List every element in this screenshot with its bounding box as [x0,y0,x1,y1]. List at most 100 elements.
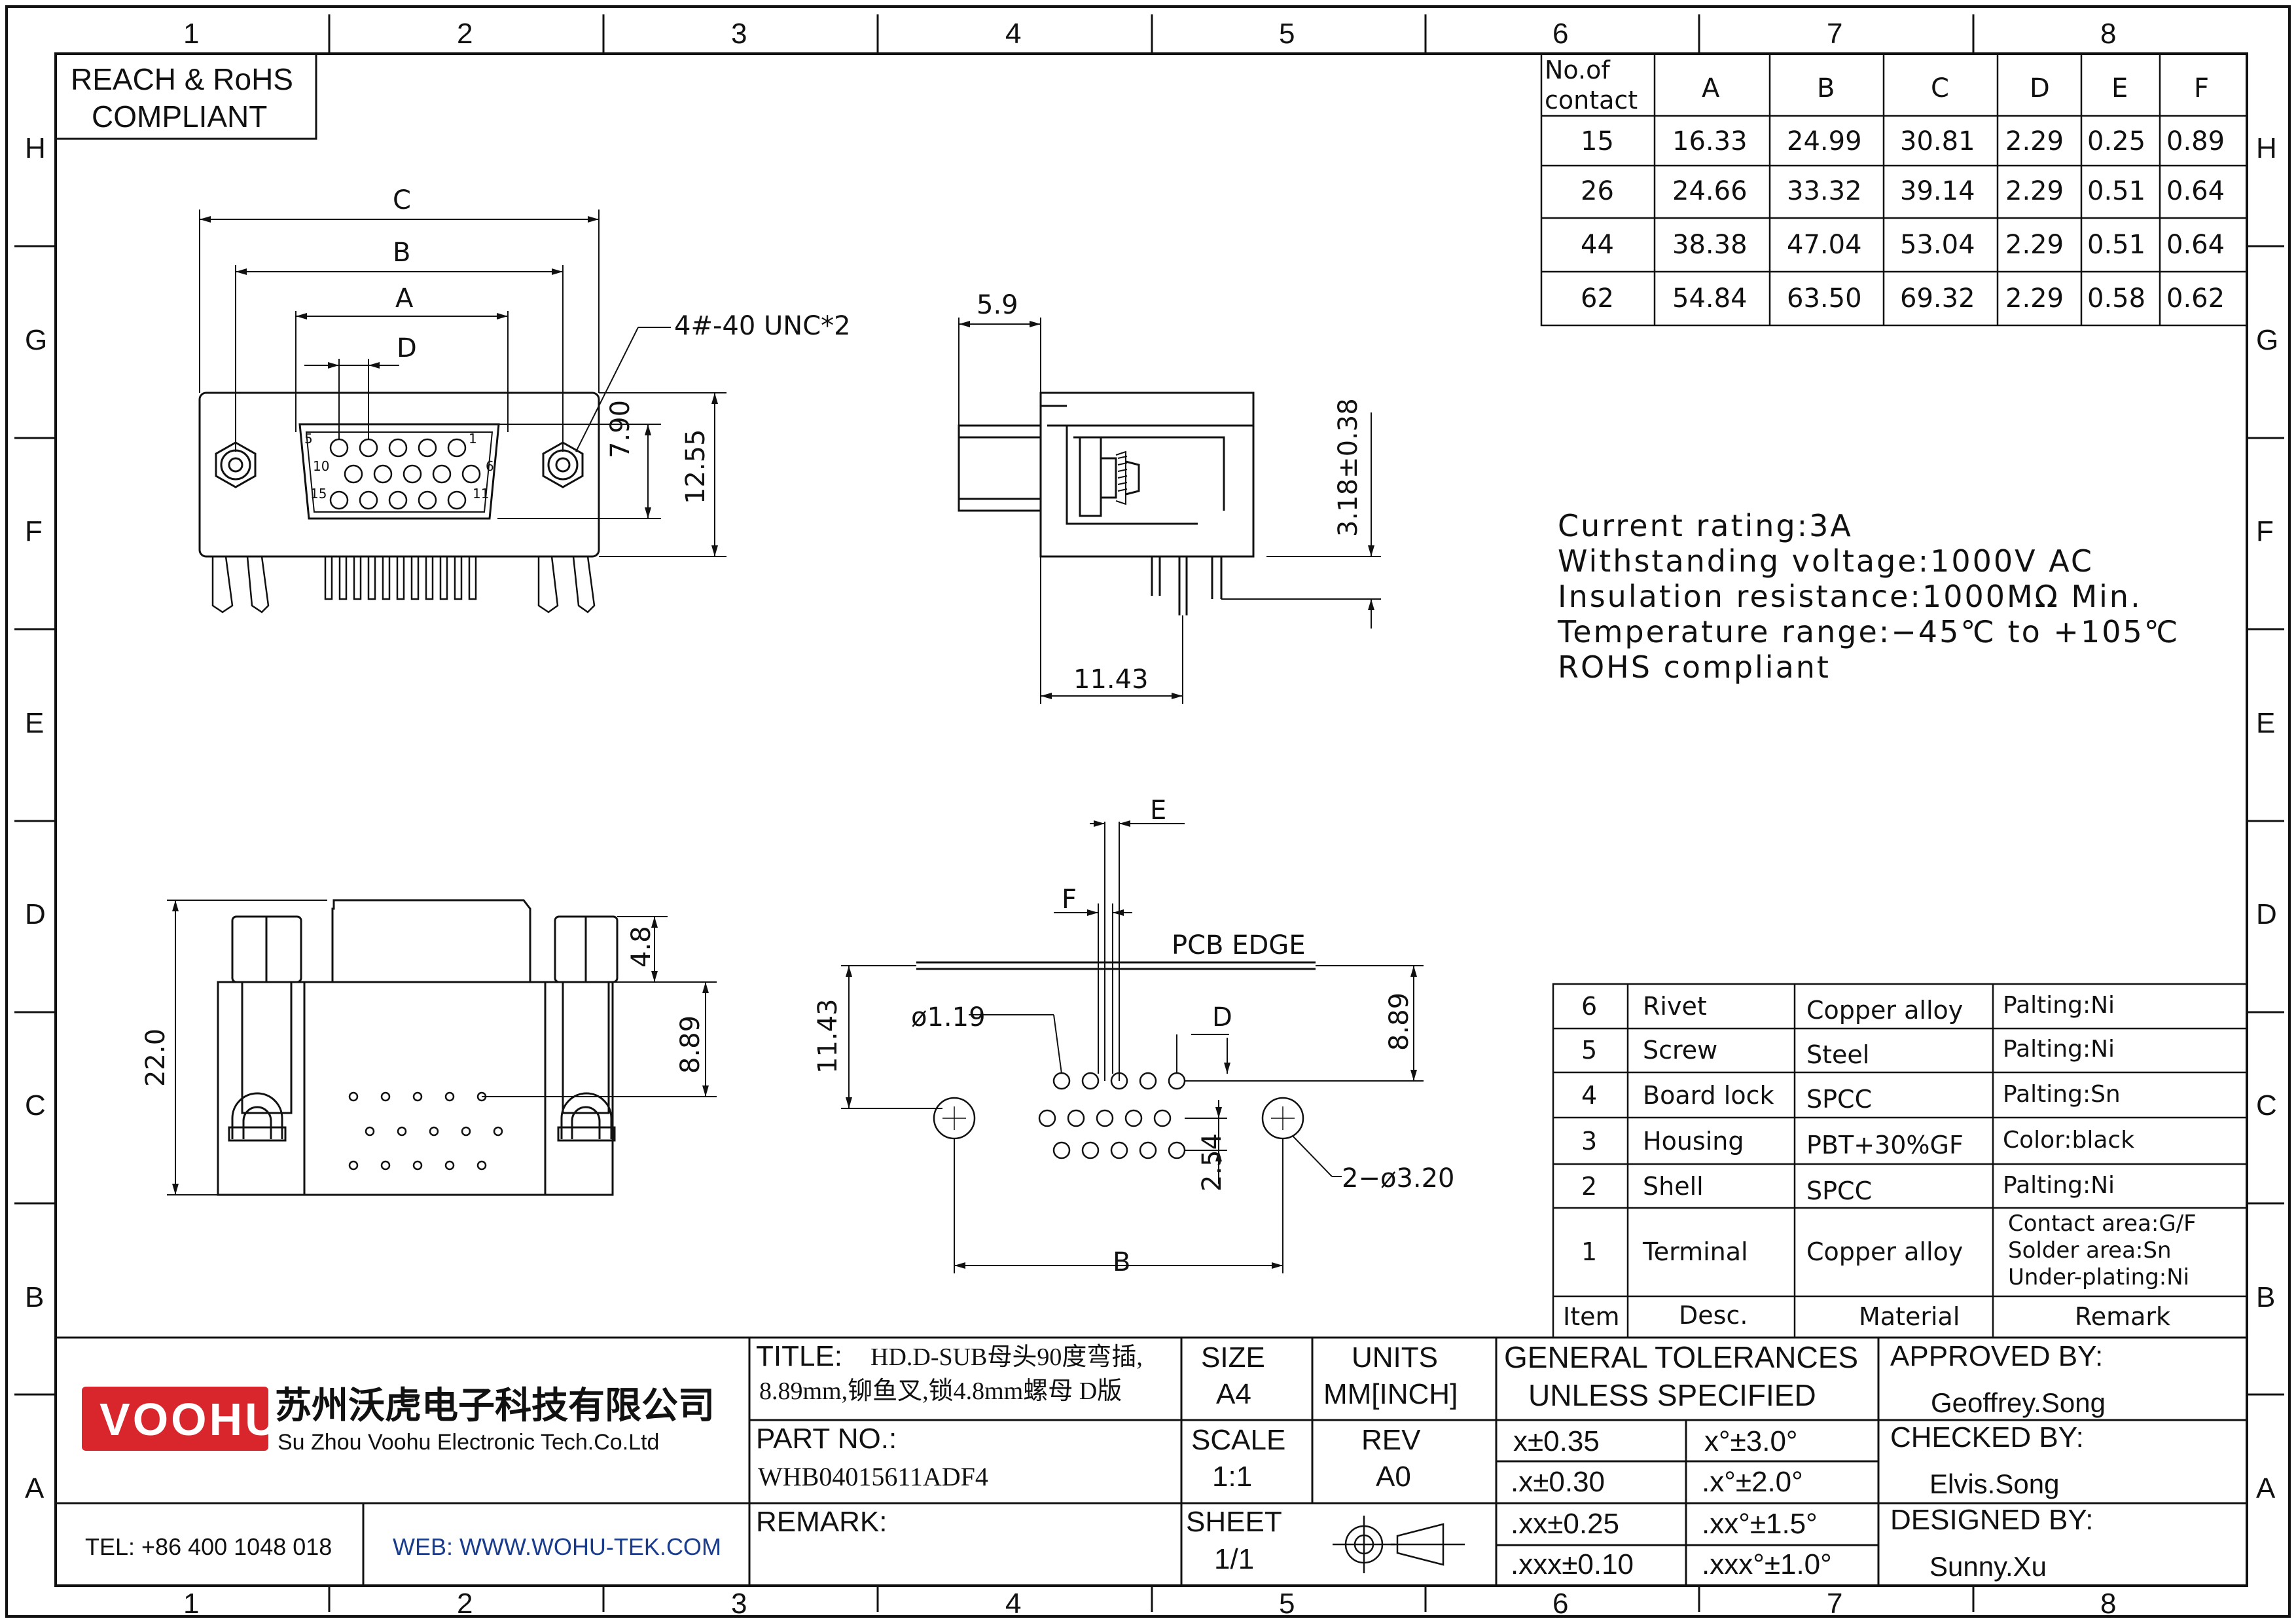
logo-badge [82,1387,268,1451]
col-label: 8 [2100,18,2117,50]
bom-material: Steel [1806,1040,1870,1069]
bom-material: Copper alloy [1806,996,1964,1025]
pin-number: 15 [310,486,327,501]
size-label: SIZE [1201,1341,1265,1374]
spec-temperature: Temperature range:−45℃ to +105℃ [1558,614,2180,649]
row-label: F [25,515,43,547]
part-no-label: PART NO.: [756,1423,897,1455]
dim-label-b: B [1113,1247,1131,1277]
dim-table-cell: 47.04 [1787,230,1862,260]
rev-value: A0 [1376,1461,1411,1493]
dim-label-f: F [1062,884,1077,915]
row-label: H [2256,132,2277,164]
bom-material: Copper alloy [1806,1237,1964,1266]
bom-desc: Screw [1643,1036,1718,1065]
tolerance-value: .xx°±1.5° [1702,1508,1818,1540]
tolerance-value: x°±3.0° [1704,1425,1798,1457]
bom-remark: Under-plating:Ni [2008,1264,2190,1290]
title-line1: HD.D-SUB母头90度弯插, [870,1343,1143,1371]
bom-material: SPCC [1806,1176,1873,1205]
bom-header-desc: Desc. [1679,1301,1748,1330]
dim-table-header: D [2030,73,2050,103]
mount-hole-label: 2−ø3.20 [1342,1163,1455,1194]
dim-label-8-89: 8.89 [1384,992,1414,1051]
col-label: 6 [1552,18,1569,50]
spec-insulation: Insulation resistance:1000MΩ Min. [1558,579,2142,614]
dim-table-cell: 0.64 [2166,230,2225,260]
bom-header-material: Material [1859,1302,1960,1331]
bom-remark: Contact area:G/F [2008,1211,2197,1237]
rev-label: REV [1361,1424,1421,1456]
dim-table-cell: 62 [1581,283,1614,314]
dim-label-d: D [397,333,417,363]
tolerance-title: GENERAL TOLERANCES [1504,1340,1859,1374]
bom-remark: Solder area:Sn [2008,1237,2172,1264]
col-label: 2 [457,1588,473,1620]
projection-symbol [1333,1516,1465,1573]
dim-table-cell: 69.32 [1900,283,1975,314]
dim-table-header-contact: No.of [1545,56,1610,84]
checked-by: Elvis.Song [1929,1468,2060,1499]
designed-label: DESIGNED BY: [1890,1504,2094,1536]
frame-ticks [14,14,2284,1612]
dim-table-cell: 24.99 [1787,126,1862,156]
dim-table-cell: 0.25 [2087,126,2146,156]
bom-item: 4 [1581,1081,1598,1110]
website-link[interactable]: WEB: WWW.WOHU-TEK.COM [393,1533,721,1560]
pcb-edge-label: PCB EDGE [1172,930,1306,960]
units-value: MM[INCH] [1323,1378,1458,1410]
bom-desc: Rivet [1643,992,1707,1021]
row-label: H [25,132,46,164]
front-view [198,392,600,613]
dim-label-b: B [393,238,411,268]
col-label: 8 [2100,1588,2117,1620]
dim-label-2-54: 2.54 [1197,1133,1227,1192]
col-label: 1 [183,18,200,50]
bom-item: 2 [1581,1172,1598,1201]
pin-number: 1 [469,431,477,447]
bom-material: SPCC [1806,1085,1873,1114]
dim-label-22-0: 22.0 [141,1028,171,1087]
col-label: 4 [1005,18,1022,50]
bom-item: 6 [1581,992,1598,1021]
dim-table-cell: 0.62 [2166,283,2225,314]
dim-table-cell: 2.29 [2005,126,2064,156]
dim-table-cell: 24.66 [1672,176,1748,206]
dim-label-7-90: 7.90 [605,399,636,458]
tolerance-value: .xxx°±1.0° [1702,1548,1832,1580]
dim-table-cell: 2.29 [2005,230,2064,260]
pin-number: 6 [486,458,494,474]
dim-label-d: D [1212,1002,1232,1032]
scale-value: 1:1 [1212,1461,1253,1493]
bom-header-remark: Remark [2075,1302,2171,1331]
col-label: 5 [1279,1588,1295,1620]
dim-table-cell: 53.04 [1900,230,1975,260]
sheet-value: 1/1 [1214,1543,1255,1575]
row-label: A [25,1472,45,1504]
row-label: G [25,324,48,356]
dim-table-cell: 2.29 [2005,176,2064,206]
tolerance-value: x±0.35 [1513,1425,1600,1457]
dim-label-e: E [1150,795,1167,826]
compliance-line2: COMPLIANT [92,100,268,134]
row-label: E [25,707,45,739]
dim-label-a: A [395,283,414,314]
remark-label: REMARK: [756,1506,888,1538]
company-name-en: Su Zhou Voohu Electronic Tech.Co.Ltd [278,1430,660,1455]
row-label: C [25,1089,46,1122]
dim-label-11-43: 11.43 [1073,665,1149,695]
dim-table-cell: 0.51 [2087,230,2146,260]
scale-label: SCALE [1191,1424,1286,1456]
part-number: WHB04015611ADF4 [758,1462,988,1491]
col-label: 2 [457,18,473,50]
tolerance-subtitle: UNLESS SPECIFIED [1528,1378,1816,1412]
dim-table-cell: 16.33 [1672,126,1748,156]
approved-label: APPROVED BY: [1890,1340,2104,1372]
dim-table-cell: 0.89 [2166,126,2225,156]
row-label: C [2256,1089,2277,1122]
row-label: D [25,898,46,930]
bom-remark: Palting:Ni [2003,992,2115,1019]
dim-label-4-8: 4.8 [626,926,656,968]
tolerance-value: .x°±2.0° [1702,1466,1803,1498]
